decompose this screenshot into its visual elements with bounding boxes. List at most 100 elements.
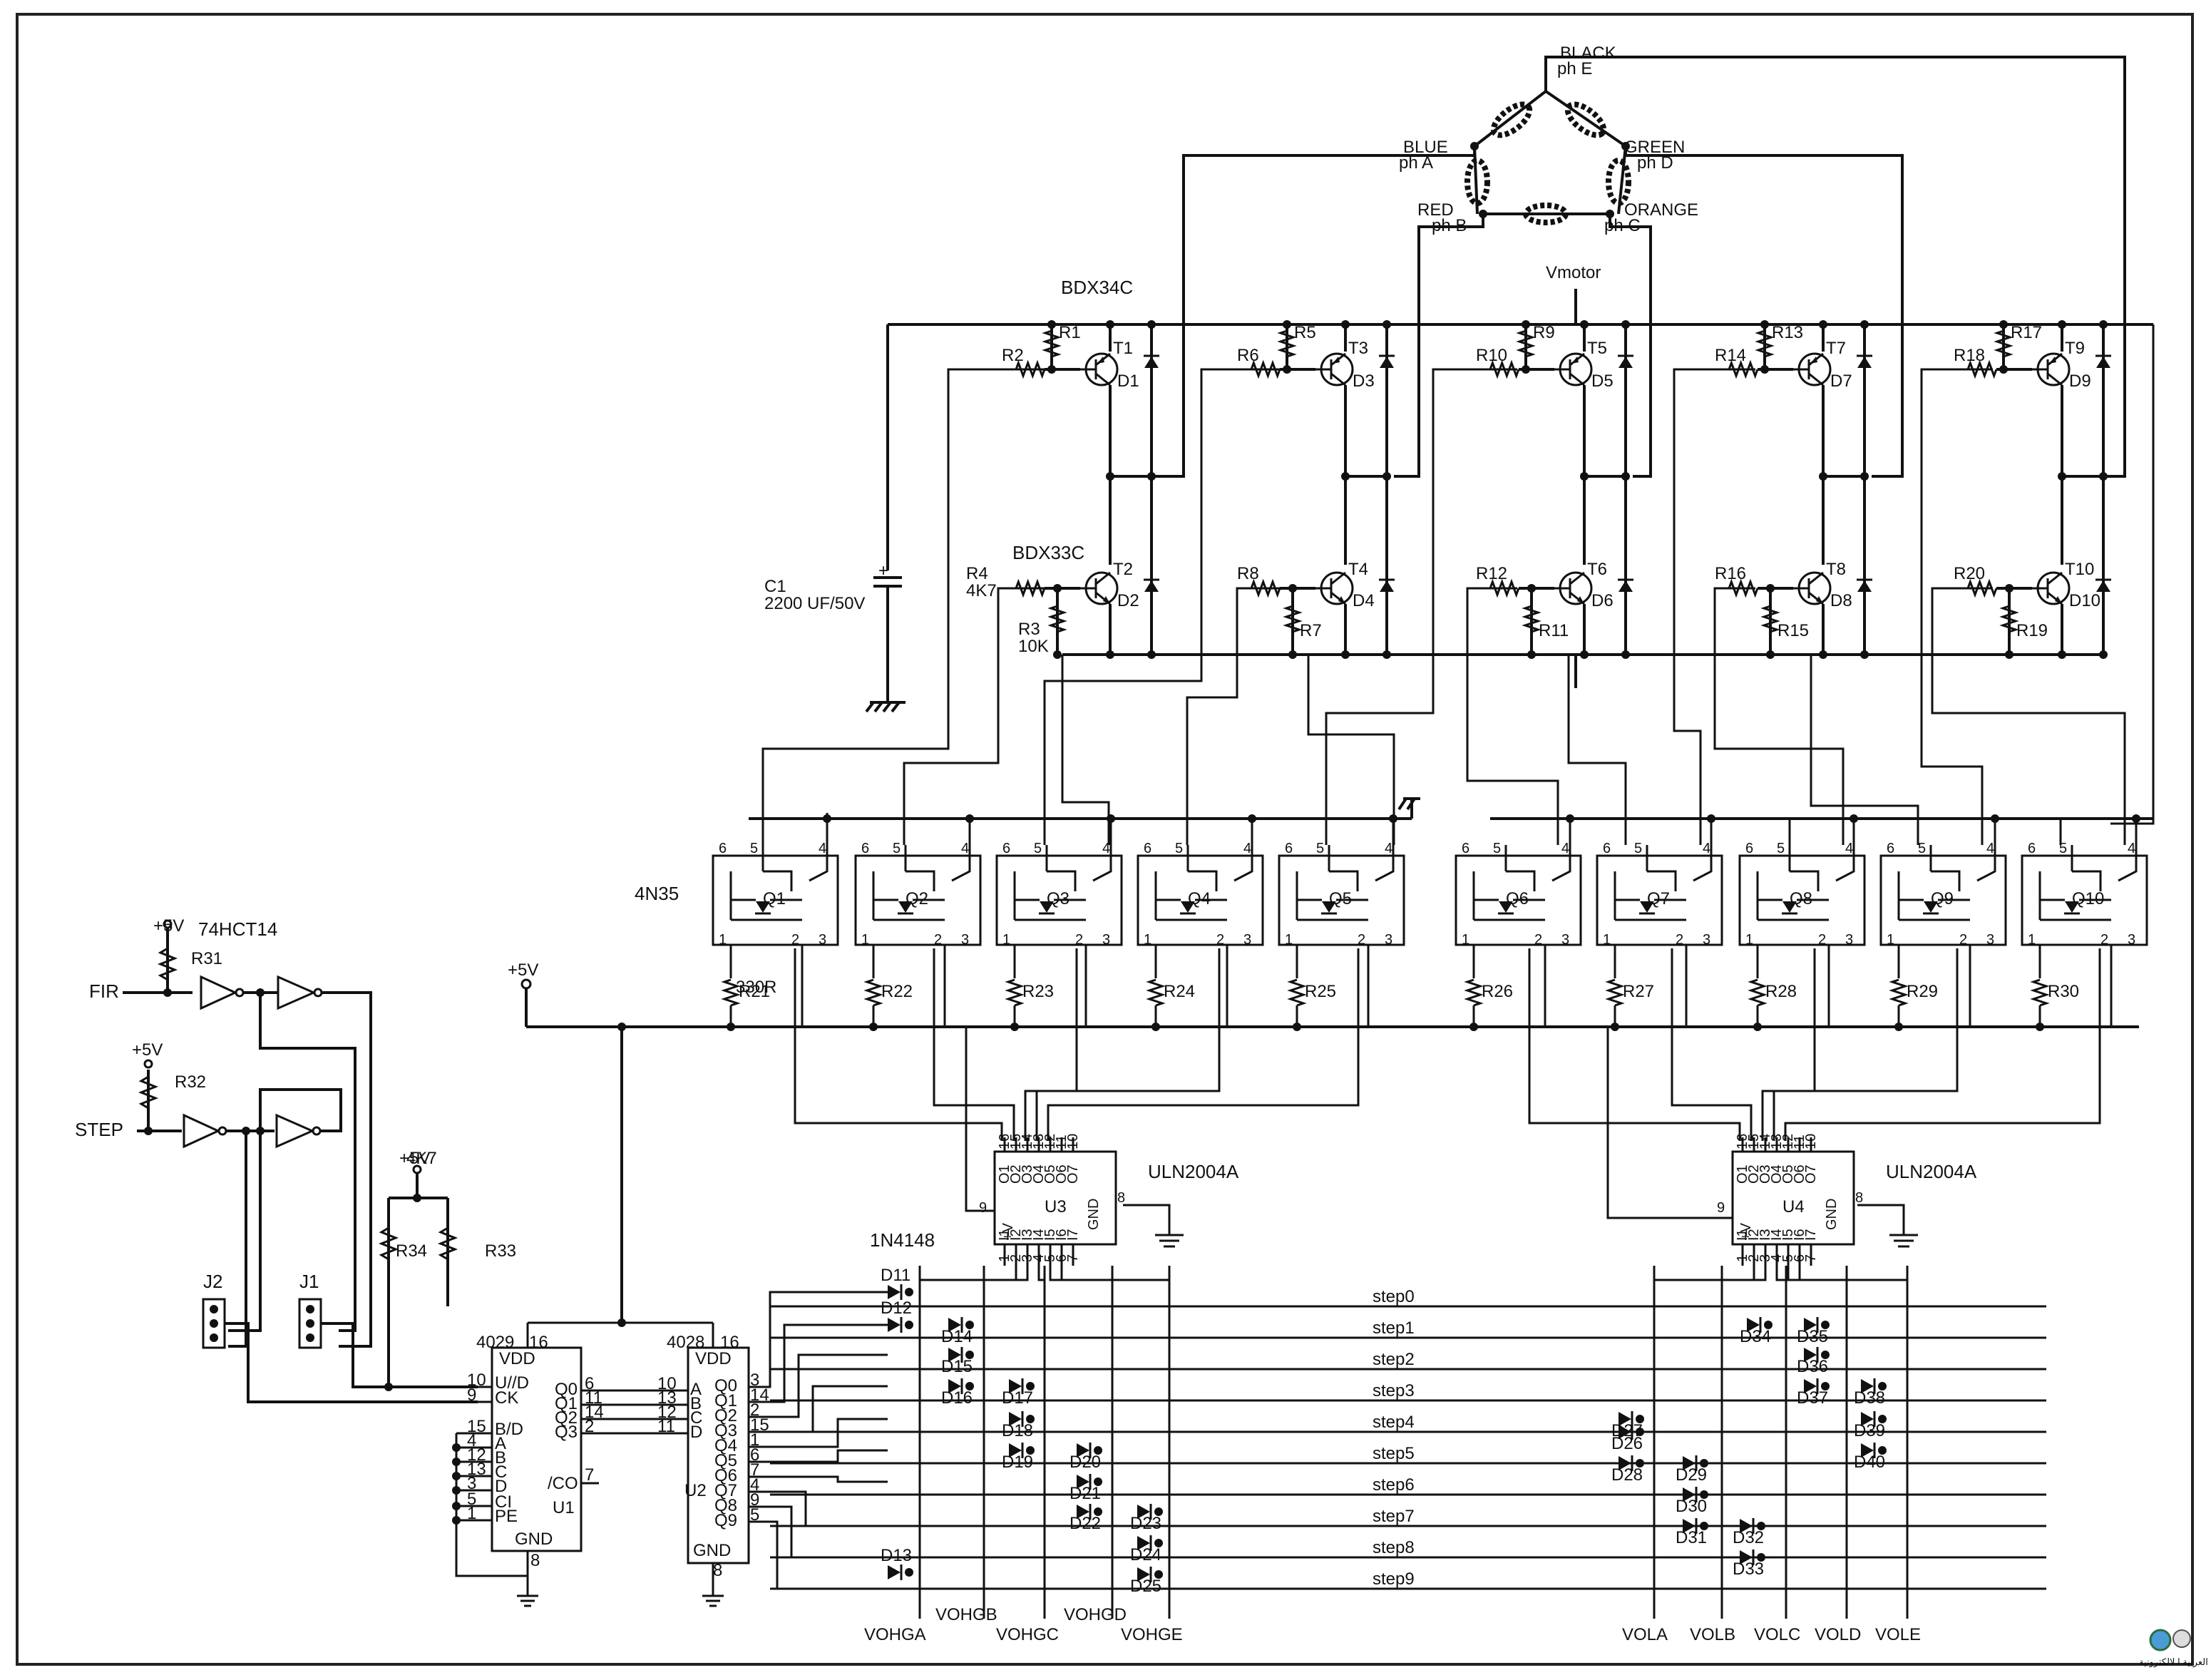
u2-out-name: Q3: [714, 1421, 737, 1440]
diode-label: D31: [1676, 1528, 1707, 1547]
u2-out-name: Q2: [714, 1406, 737, 1425]
uln-input: I3: [1758, 1229, 1773, 1241]
h-bridges: T1T2R1R2D1D2T3T4R5R6D3D4R8R7T5T6R9R10D5D…: [1002, 320, 2111, 659]
uln-gnd-pin: 8: [1117, 1190, 1125, 1206]
coil-e-a: [1490, 101, 1533, 138]
diode-label: D27: [1611, 1421, 1643, 1440]
diode-matrix: step0step1step2step3step4step5step6step7…: [770, 1266, 2046, 1644]
c1-capacitor: +: [873, 561, 902, 702]
diode-label: D25: [1130, 1577, 1161, 1596]
u2-in-name: A: [690, 1380, 702, 1399]
uln-u4-part: ULN2004A: [1886, 1161, 1977, 1182]
diode-D23: D23: [1130, 1504, 1163, 1533]
opto-pin: 6: [1887, 841, 1894, 856]
resistor-label: R23: [1022, 982, 1054, 1001]
uln-bottom-pin: 1: [1735, 1254, 1750, 1262]
u1-pin-name: CI: [495, 1492, 512, 1512]
uln-top-pin: 11: [1054, 1134, 1069, 1149]
diode-label: D40: [1854, 1453, 1885, 1472]
opto-to-uln-wires: [794, 948, 2101, 1248]
diode-label: D21: [1069, 1484, 1101, 1503]
c1-label: C1: [764, 577, 786, 596]
diode-D31: D31: [1676, 1518, 1708, 1547]
step-label-3: step3: [1373, 1381, 1415, 1400]
opto-name: Q10: [2072, 889, 2104, 908]
opto-part-label: 4N35: [635, 883, 679, 904]
opto-pin: 3: [1986, 932, 1994, 948]
uln-bottom-pin: 3: [1020, 1254, 1035, 1262]
c1-value: 2200 UF/50V: [764, 594, 865, 613]
u1-pin-num: 3: [467, 1474, 476, 1493]
resistor-label: R5: [1294, 323, 1316, 342]
uln-bottom-pin: 2: [1746, 1254, 1762, 1262]
u2-in-name: B: [690, 1394, 702, 1413]
uln-U3: 16O1I1115O2I2214O3I3313O4I4412O5I5511O6I…: [979, 1134, 1125, 1266]
u2-out-num: 7: [750, 1460, 759, 1480]
resistor-label: R7: [1300, 621, 1322, 640]
uln-bottom-pin: 1: [997, 1254, 1012, 1262]
diode-D32: D32: [1733, 1518, 1765, 1547]
opto-pin: 4: [1385, 841, 1392, 856]
opto-pin: 2: [1676, 932, 1683, 948]
phase-d-color: GREEN: [1624, 138, 1685, 157]
u1-pin-num: 9: [467, 1386, 476, 1405]
transistor-high-label: T3: [1348, 339, 1368, 358]
resistor-label: R27: [1623, 982, 1654, 1001]
resistor-label: R28: [1765, 982, 1797, 1001]
inverter-part: 74HCT14: [198, 918, 277, 940]
step-label-8: step8: [1373, 1538, 1415, 1557]
uln-top-pin: 15: [1008, 1134, 1024, 1149]
opto-pin: 4: [819, 841, 826, 856]
svg-text:+5V: +5V: [508, 961, 538, 980]
u1-pin-num: 13: [467, 1460, 486, 1479]
pullup-value: 4K7: [406, 1149, 437, 1168]
uln-top-pin: 10: [1803, 1134, 1819, 1149]
diode-D40: D40: [1854, 1443, 1887, 1472]
u1-co-name: /CO: [548, 1474, 578, 1493]
opto-to-bridge-wires: [761, 324, 2155, 845]
uln-u3-part: ULN2004A: [1148, 1161, 1239, 1182]
diode-label: D10: [2069, 591, 2100, 610]
opto-pin: 1: [1285, 932, 1293, 948]
diode-label: D19: [1002, 1453, 1033, 1472]
u1-vdd-pin: 16: [529, 1333, 548, 1352]
diode-D39: D39: [1854, 1411, 1887, 1440]
transistor-high-label: T9: [2065, 339, 2085, 358]
resistor-label: R12: [1476, 564, 1507, 583]
step-label-5: step5: [1373, 1444, 1415, 1463]
uln-input: I1: [1735, 1229, 1750, 1241]
transistor-low-label: T2: [1113, 560, 1133, 579]
opto-pin: 3: [1243, 932, 1251, 948]
opto-pin: 4: [961, 841, 969, 856]
diode-label: D35: [1797, 1327, 1828, 1346]
uln-input: I1: [997, 1229, 1012, 1241]
opto-pin: 1: [1462, 932, 1469, 948]
opto-pin: 1: [2028, 932, 2036, 948]
opto-pin: 2: [1216, 932, 1224, 948]
transistor-high-label: T1: [1113, 339, 1133, 358]
diode-label: D38: [1854, 1388, 1885, 1408]
diode-D26: D26: [1611, 1424, 1644, 1453]
uln-output: O3: [1020, 1164, 1035, 1184]
u1-pin-num: 1: [467, 1504, 476, 1523]
diode-label: D33: [1733, 1559, 1764, 1579]
svg-text:+5V: +5V: [132, 1040, 163, 1060]
step-label-0: step0: [1373, 1287, 1415, 1306]
uln-vplus-pin: 9: [1717, 1200, 1725, 1216]
u2-out-name: Q6: [714, 1466, 737, 1485]
opto-pin: 4: [1986, 841, 1994, 856]
u2-out-name: Q0: [714, 1376, 737, 1395]
5v-pullup-label: +5V: [399, 1149, 430, 1168]
opto-pin: 1: [1603, 932, 1611, 948]
r3-value: 10K: [1018, 637, 1049, 656]
uln-input: I7: [1065, 1229, 1081, 1241]
diode-label: D28: [1611, 1465, 1643, 1485]
svg-text:+: +: [878, 561, 888, 580]
